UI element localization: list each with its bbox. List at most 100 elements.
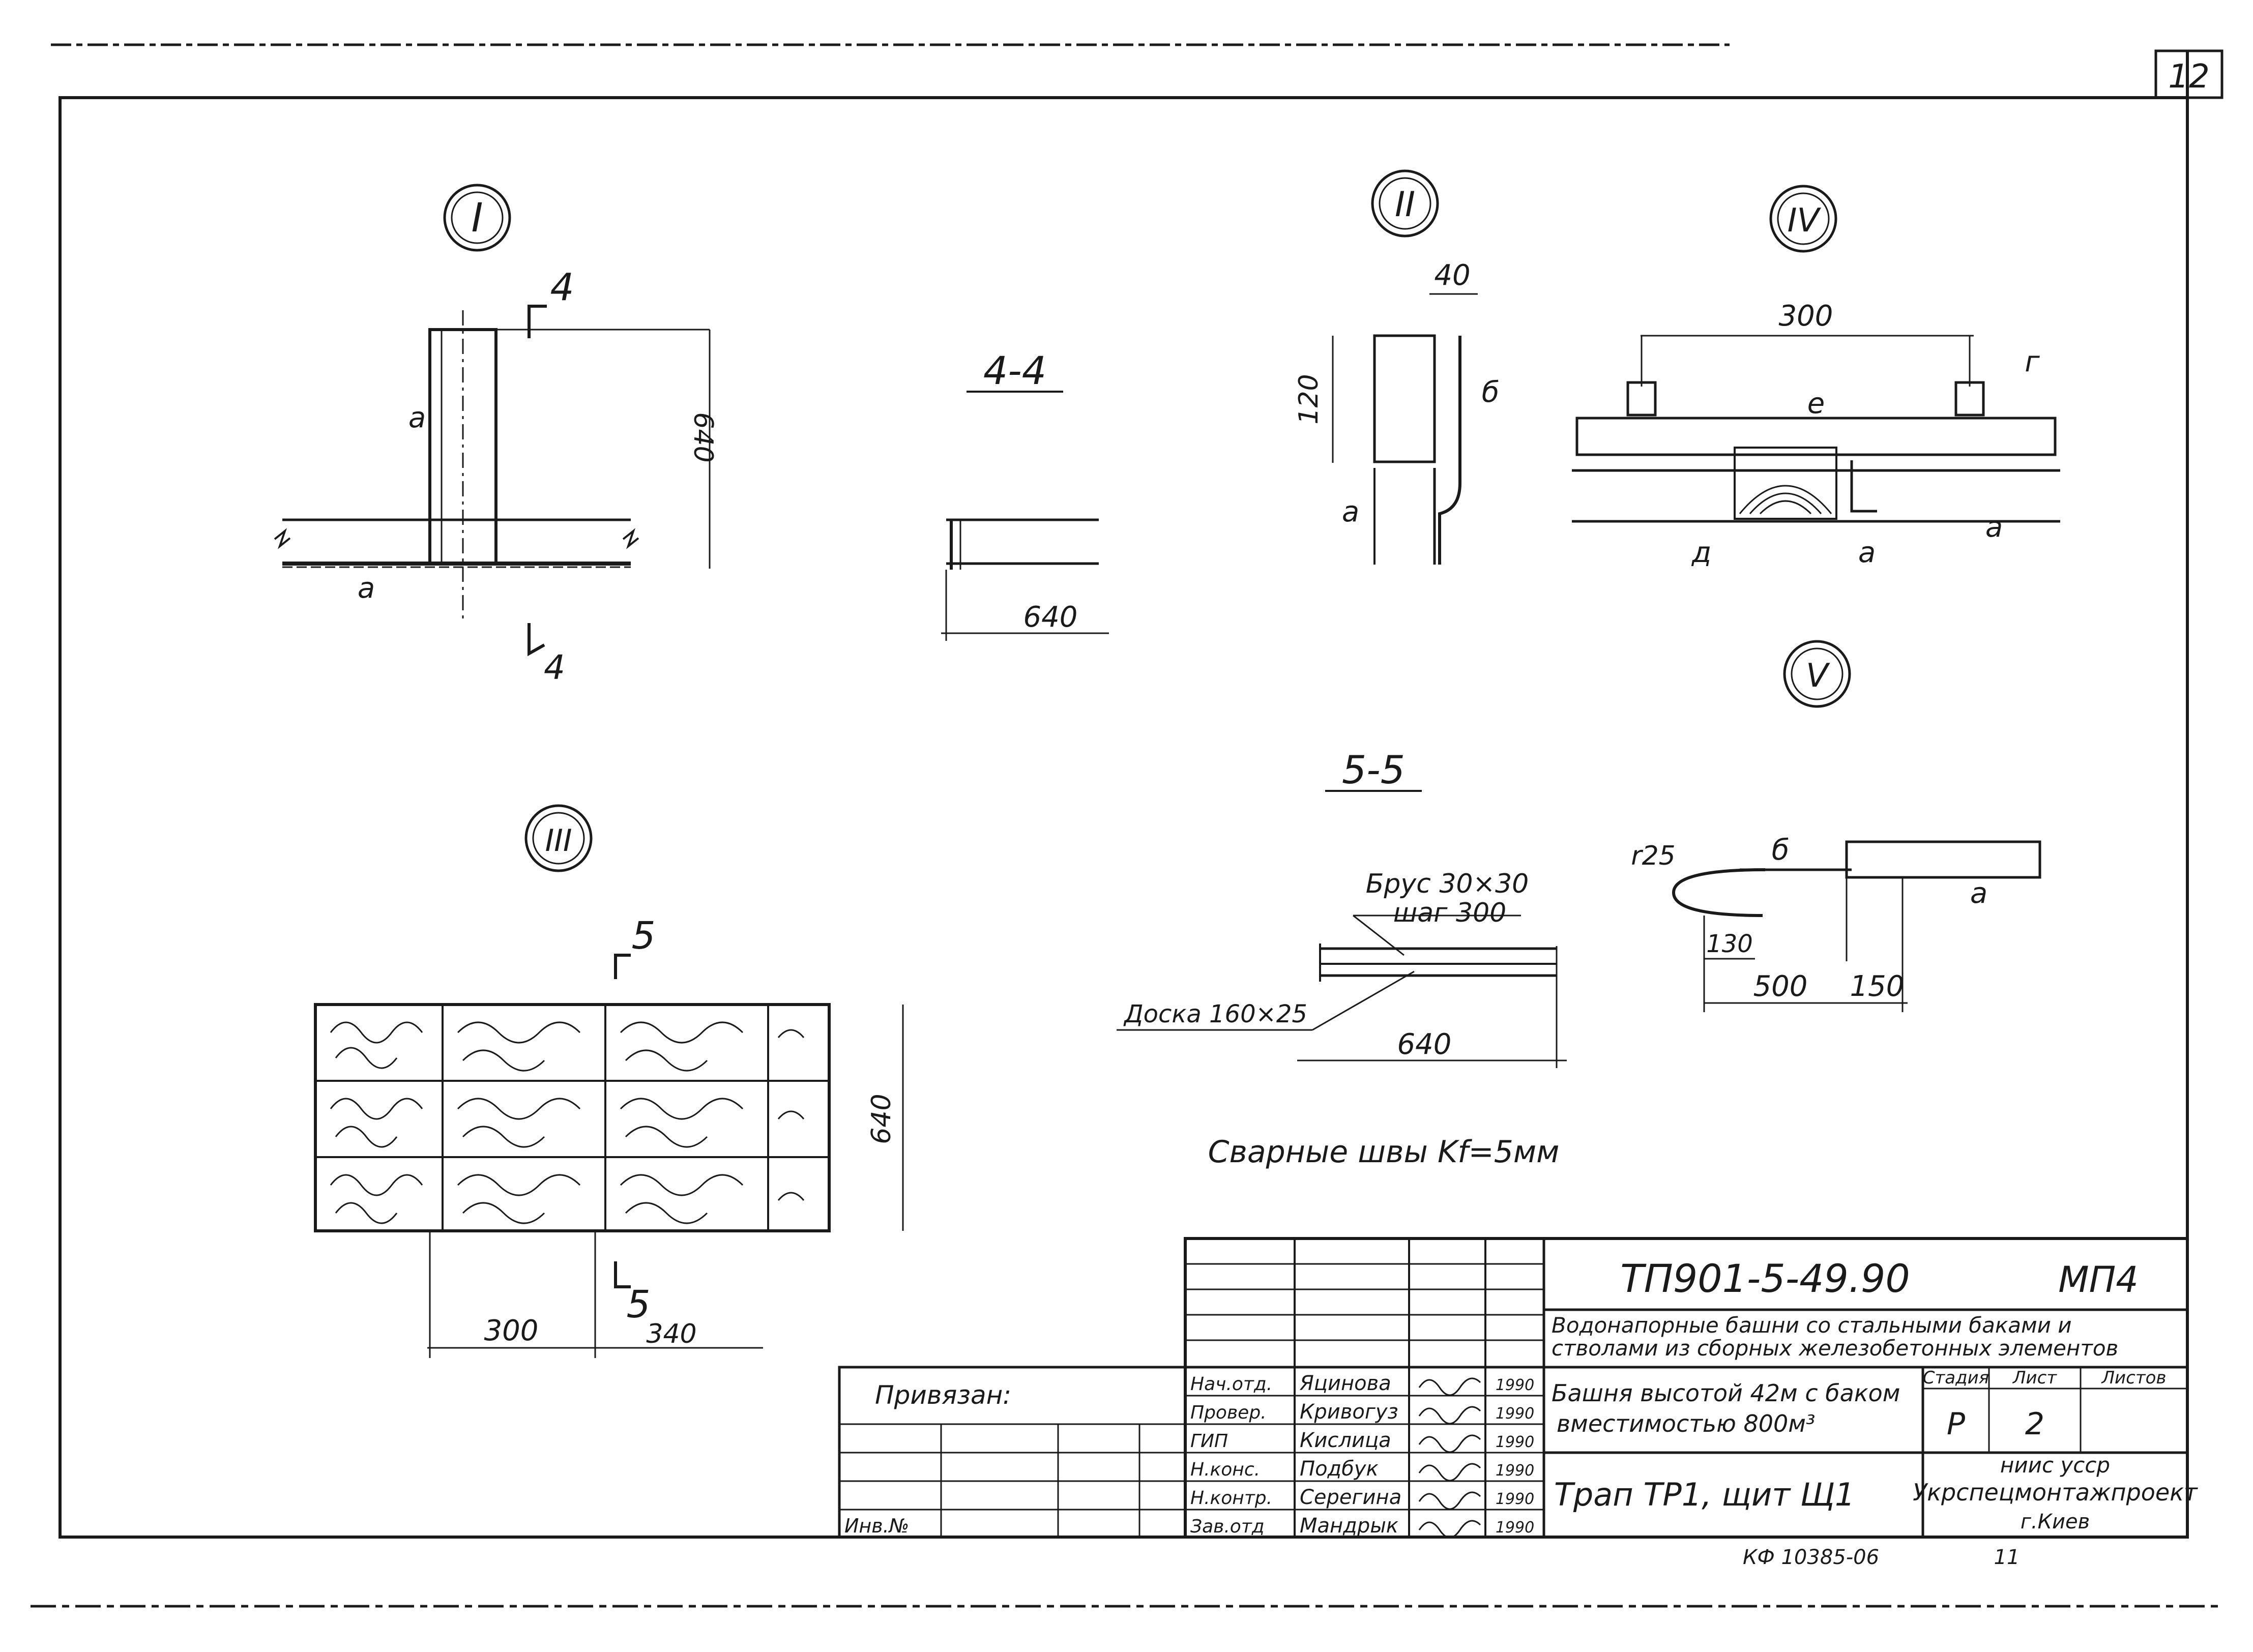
name-4: Подбук (1300, 1457, 1379, 1481)
inv-label: Инв.№ (844, 1515, 909, 1537)
stage-value: Р (1947, 1406, 1966, 1442)
view-1-dim-height: 640 (688, 412, 718, 462)
org-line1: ниис усср (2000, 1453, 2110, 1478)
view-1-cut-label-top: 4 (550, 266, 574, 309)
view-3: III 640 300 340 5 5 (314, 804, 904, 1358)
view-5: V r25 б а 130 500 150 (1631, 640, 2041, 1012)
view-1-cut-mark-top (528, 305, 547, 338)
view-5-marker: V (1806, 657, 1830, 695)
title-block: ТП901-5-49.90 МП4 Водонапорные башни со … (838, 1237, 2198, 1539)
role-3: ГИП (1190, 1431, 1228, 1452)
view-5-dim-500: 500 (1753, 970, 1808, 1003)
sheet-header: Лист (2012, 1368, 2057, 1388)
designation: ТП901-5-49.90 (1620, 1256, 1910, 1301)
view-5-dim-130: 130 (1706, 930, 1753, 958)
sheet-code: МП4 (2058, 1259, 2139, 1301)
role-4: Н.конс. (1190, 1459, 1260, 1480)
view-4-bolt-left (1626, 381, 1657, 417)
view-4-timber-end (1734, 447, 1837, 520)
name-1: Яцинова (1299, 1372, 1391, 1395)
view-2-label-b: б (1482, 376, 1500, 409)
view-3-dim-height: 640 (866, 1094, 897, 1144)
format-number: 11 (1994, 1546, 2020, 1569)
view-5-marker-circle (1783, 640, 1851, 708)
org-line3: г.Киев (2021, 1510, 2090, 1533)
view-3-dim-width-right: 340 (646, 1319, 696, 1349)
role-1: Нач.отд. (1190, 1374, 1272, 1395)
date-4: 1990 (1496, 1462, 1534, 1480)
name-3: Кислица (1300, 1429, 1391, 1452)
view-3-cut-label-top: 5 (631, 914, 655, 958)
view-3-marker-circle (524, 804, 593, 872)
view-3-dim-width: 300 (484, 1314, 539, 1347)
view-1-label-a-lower: a (358, 572, 375, 605)
view-1: I 640 a a 4 4 (274, 184, 718, 687)
date-2: 1990 (1496, 1405, 1534, 1423)
view-5-hook (1672, 868, 1766, 917)
binding-label: Привязан: (875, 1380, 1011, 1410)
section-5-5-callout-board: Доска 160×25 (1123, 1000, 1307, 1028)
view-3-shield-outline (314, 1003, 831, 1232)
view-4-dim-span: 300 (1779, 300, 1833, 333)
section-5-5-dim-width: 640 (1397, 1028, 1452, 1061)
view-2-bent-plate (1438, 336, 1461, 565)
view-4-marker-circle (1769, 185, 1837, 253)
view-4-marker: IV (1788, 202, 1822, 240)
role-5: Н.контр. (1190, 1488, 1272, 1509)
page-number-box (2154, 49, 2223, 99)
view-3-cut-label-bottom: 5 (626, 1283, 650, 1326)
project-title-line2: стволами из сборных железобетонных элеме… (1552, 1336, 2118, 1361)
view-2-marker: II (1395, 185, 1415, 225)
date-1: 1990 (1496, 1376, 1534, 1394)
binding-block: Привязан: Инв.№ (838, 1366, 1187, 1539)
page-number: 12 (2168, 58, 2209, 96)
section-4-4: 4-4 640 (941, 348, 1109, 641)
object-line2: вместимостью 800м³ (1557, 1410, 1815, 1437)
view-5-dim-150: 150 (1850, 970, 1905, 1003)
view-5-label-a: а (1970, 877, 1987, 910)
sheet-frame: 12 (31, 43, 2223, 1608)
view-1-cut-mark-bottom (528, 623, 545, 657)
signature-scribbles (1418, 1377, 1481, 1539)
view-4-board (1575, 417, 2057, 456)
drawing-name: Трап ТР1, щит Щ1 (1554, 1476, 1855, 1513)
view-3-cut-mark-top (614, 954, 631, 979)
section-4-4-title: 4-4 (983, 348, 1046, 393)
view-2-marker-circle (1371, 169, 1439, 238)
view-2-dim-top: 40 (1434, 259, 1470, 292)
view-2: II 40 120 б а (1294, 169, 1500, 565)
view-1-marker: I (471, 195, 483, 241)
name-6: Мандрык (1300, 1514, 1398, 1538)
view-1-marker-circle (443, 184, 511, 252)
view-2-dim-side: 120 (1294, 374, 1324, 424)
weld-note: Сварные швы Kf=5мм (1208, 1134, 1560, 1170)
section-4-4-dim-width: 640 (1023, 601, 1078, 634)
view-4-label-d: д (1691, 536, 1712, 569)
view-5-label-r: r25 (1631, 841, 1676, 871)
section-5-5: 5-5 Брус 30×30 шаг 300 Доска 160×25 640 (1117, 747, 1567, 1068)
view-5-label-b: б (1772, 834, 1790, 867)
view-4-label-a2: а (1985, 511, 2003, 544)
view-4-label-g: г (2025, 345, 2040, 378)
view-1-label-a-upper: a (408, 401, 426, 434)
view-4: IV 300 г е д а а (1572, 185, 2060, 569)
date-6: 1990 (1496, 1519, 1534, 1537)
view-4-label-a1: а (1858, 536, 1876, 569)
org-line2: Укрспецмонтажпроект (1913, 1479, 2198, 1506)
role-2: Провер. (1190, 1402, 1267, 1423)
view-2-label-a: а (1342, 495, 1359, 528)
view-4-label-e: е (1807, 387, 1825, 420)
role-6: Зав.отд (1190, 1516, 1265, 1537)
section-5-5-title: 5-5 (1342, 747, 1405, 792)
view-1-vertical-member (428, 328, 498, 565)
view-1-cut-label-bottom: 4 (544, 648, 565, 687)
sheet-value: 2 (2025, 1406, 2044, 1442)
view-3-marker: III (545, 823, 572, 859)
object-line1: Башня высотой 42м с баком (1552, 1379, 1900, 1407)
stage-header: Стадия (1923, 1368, 1989, 1388)
section-5-5-callout-bar-1: Брус 30×30 (1366, 869, 1529, 899)
archive-number: КФ 10385-06 (1743, 1546, 1879, 1569)
sheets-header: Листов (2100, 1368, 2166, 1388)
view-3-wood-grain (330, 1021, 805, 1224)
